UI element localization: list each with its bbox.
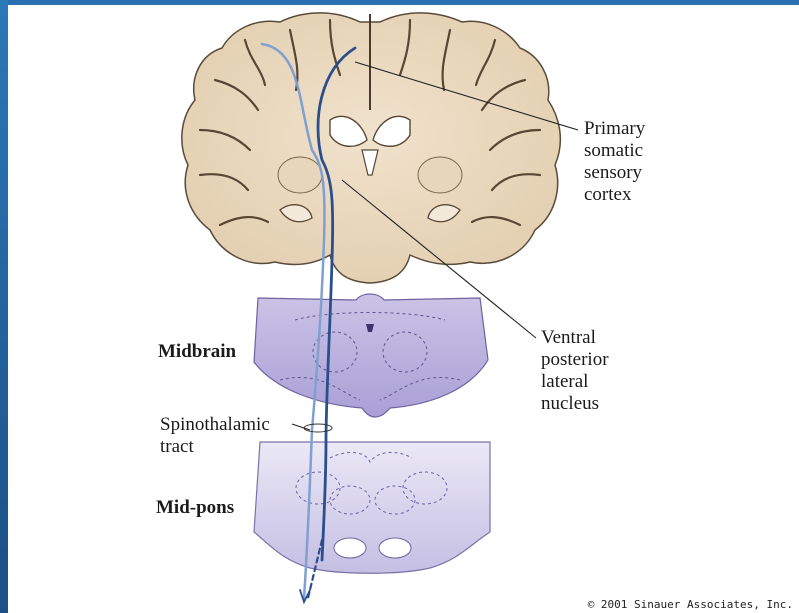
label-cortex-line-4: cortex <box>584 184 645 206</box>
label-tract-line-2: tract <box>160 436 270 458</box>
coronal-brain-section <box>182 13 561 283</box>
label-mid-pons: Mid-pons <box>156 497 234 519</box>
label-vpl-line-3: lateral <box>541 371 609 393</box>
label-vpl-line-1: Ventral <box>541 327 609 349</box>
label-vpl-line-2: posterior <box>541 349 609 371</box>
label-cortex-line-2: somatic <box>584 140 645 162</box>
pons-section <box>254 442 490 573</box>
label-midbrain: Midbrain <box>158 341 236 363</box>
label-ventral-posterior-lateral-nucleus: Ventral posterior lateral nucleus <box>541 327 609 415</box>
label-primary-somatic-sensory-cortex: Primary somatic sensory cortex <box>584 118 645 206</box>
copyright-notice: © 2001 Sinauer Associates, Inc. <box>588 598 793 611</box>
label-vpl-line-4: nucleus <box>541 393 609 415</box>
label-cortex-line-1: Primary <box>584 118 645 140</box>
label-spinothalamic-tract: Spinothalamic tract <box>160 414 270 458</box>
label-cortex-line-3: sensory <box>584 162 645 184</box>
label-tract-line-1: Spinothalamic <box>160 414 270 436</box>
midbrain-section <box>254 294 488 417</box>
